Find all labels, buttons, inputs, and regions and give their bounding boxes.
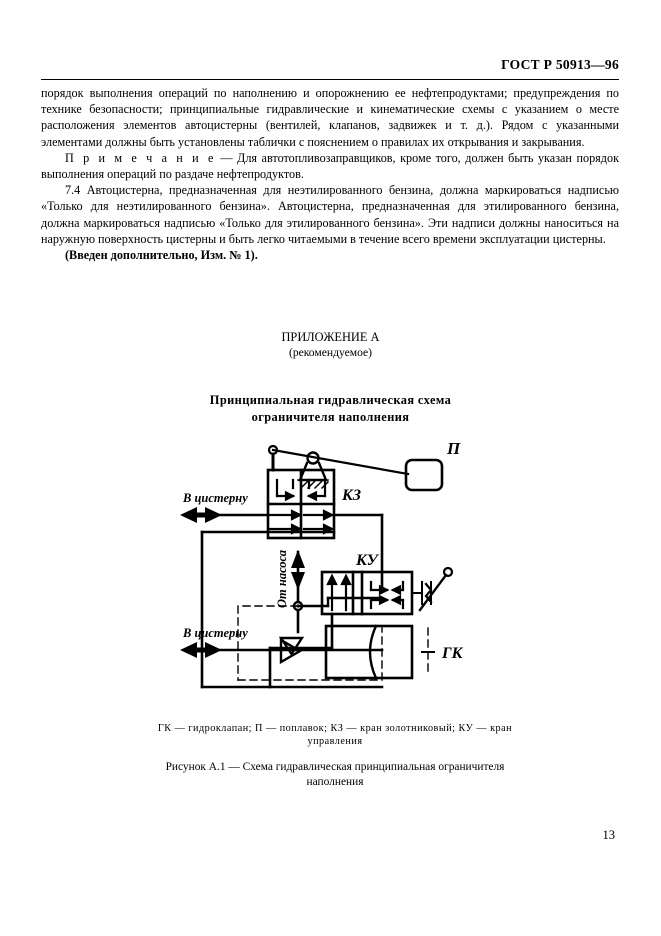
- poppet-triangle-lower: [279, 637, 303, 665]
- hydraulic-schematic: П КЗ КУ ГК В цистерну В цистерну От насо…: [150, 432, 530, 717]
- label-hydro-valve: ГК: [441, 645, 464, 662]
- figure-caption: Рисунок А.1 — Схема гидравлическая принц…: [100, 760, 570, 790]
- pump-supply-arrows: [291, 550, 305, 590]
- header-divider: [41, 79, 619, 80]
- tank-arrow-top: [180, 507, 222, 523]
- amendment-note: (Введен дополнительно, Изм. № 1).: [65, 248, 258, 263]
- tank-arrow-bottom: [180, 642, 222, 658]
- spool-cell-upper-right: [306, 478, 327, 502]
- label-from-pump: От насоса: [275, 550, 289, 608]
- control-cell-left: [326, 573, 352, 612]
- pilot-lines: [237, 605, 383, 681]
- note-text: Для автотопливозаправщиков, кроме того, …: [41, 150, 619, 182]
- page-number: 13: [602, 828, 616, 842]
- fulcrum-support: [298, 461, 328, 482]
- label-to-tank-top: В цистерну: [182, 491, 248, 505]
- figure-title-line1: Принципиальная гидравлическая схема: [209, 393, 452, 407]
- figure-caption-line2: наполнения: [306, 776, 364, 788]
- label-to-tank-bottom: В цистерну: [182, 626, 248, 640]
- figure-title: Принципиальная гидравлическая схема огра…: [0, 392, 661, 426]
- annex-title: ПРИЛОЖЕНИЕ А: [281, 330, 380, 344]
- poppet-triangle-upper: [278, 636, 305, 657]
- label-spool-valve: КЗ: [341, 487, 361, 504]
- paragraph-note: П р и м е ч а н и е — Для автотопливозап…: [41, 150, 619, 182]
- note-dash: —: [215, 150, 238, 165]
- control-cell-right: [369, 580, 405, 610]
- paragraph-1: порядок выполнения операций по наполнени…: [41, 86, 619, 149]
- paragraph-74: 7.4 Автоцистерна, предназначенная для не…: [41, 183, 619, 246]
- float-lever-arm: [271, 448, 410, 476]
- float-body: [404, 458, 444, 492]
- label-control-valve: КУ: [355, 552, 380, 569]
- schematic-svg: П КЗ КУ ГК В цистерну В цистерну От насо…: [180, 439, 464, 689]
- hydro-valve-body: [324, 624, 414, 680]
- hydro-valve-diaphragm: [368, 624, 378, 680]
- figure-caption-line1: Рисунок А.1 — Схема гидравлическая принц…: [165, 761, 505, 773]
- annex-subtitle: (рекомендуемое): [288, 346, 373, 359]
- annex-heading: ПРИЛОЖЕНИЕ А (рекомендуемое): [0, 330, 661, 360]
- ground-hatching: [297, 479, 330, 490]
- control-valve-actuator: [411, 566, 454, 612]
- note-label: П р и м е ч а н и е: [65, 150, 216, 165]
- fulcrum-pivot: [306, 451, 320, 465]
- spool-cell-upper-left: [275, 478, 296, 502]
- body-text-block: порядок выполнения операций по наполнени…: [41, 85, 619, 263]
- standard-number: ГОСТ Р 50913—96: [501, 57, 619, 72]
- figure-title-line2: ограничителя наполнения: [251, 410, 410, 424]
- label-float: П: [446, 439, 461, 458]
- figure-legend: ГК — гидроклапан; П — поплавок; КЗ — кра…: [157, 723, 513, 747]
